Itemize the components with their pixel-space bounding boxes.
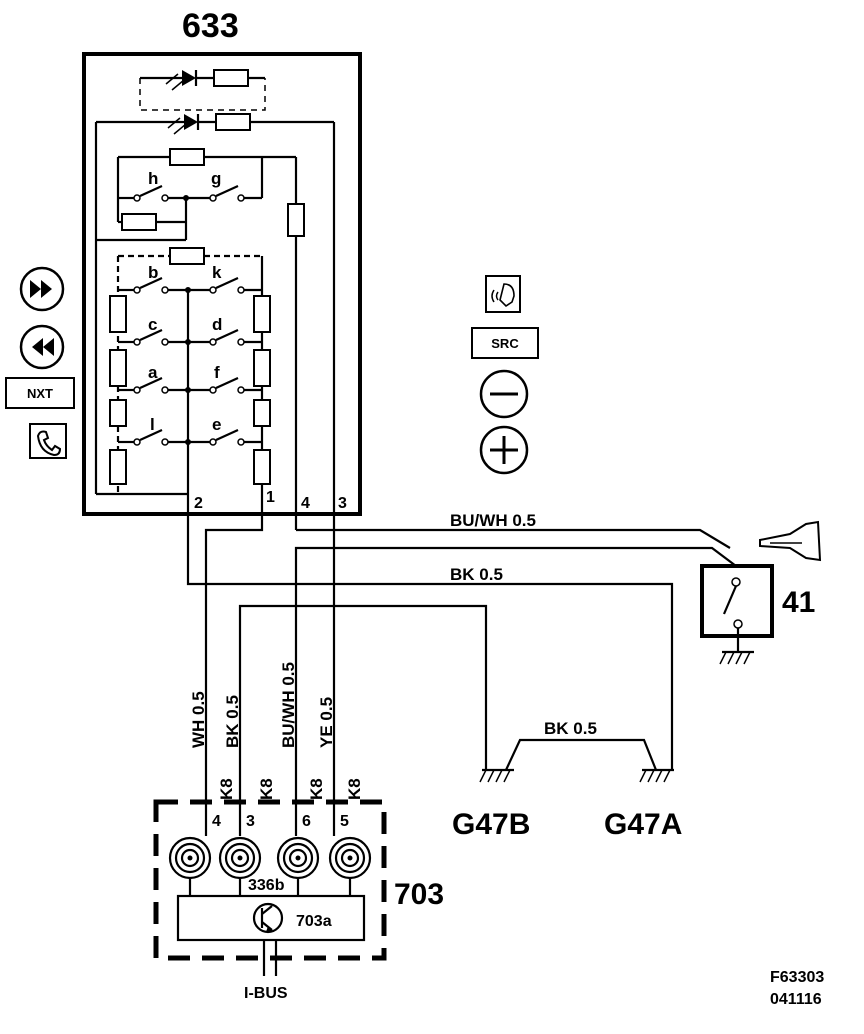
module-pin-6: 6 (302, 813, 311, 830)
wire-bk-ground-link (505, 738, 658, 771)
horn-contact-arm (722, 585, 738, 615)
switch-label-b: b (148, 263, 158, 282)
pin-label-1: 1 (266, 489, 275, 506)
wire-label-wh: WH 0.5 (189, 691, 208, 748)
wire-wh-pin1 (204, 494, 264, 800)
switch-label-c: c (148, 315, 157, 334)
footer-code: F63303 (770, 969, 824, 986)
fast-forward-icon[interactable] (19, 266, 65, 312)
resistor-pin4 (287, 203, 305, 237)
switch-label-g: g (211, 169, 221, 188)
horn-relay-box (700, 564, 774, 638)
wire-label-bk: BK 0.5 (223, 695, 242, 748)
led-upper (139, 69, 266, 111)
horn-contact-bottom (733, 619, 743, 629)
switch-label-e: e (212, 415, 221, 434)
module-pin-4: 4 (212, 813, 221, 830)
coil-1 (168, 800, 212, 896)
module-id: 703 (394, 878, 444, 911)
voice-icon[interactable] (485, 275, 521, 313)
wire-buwh-pin4 (296, 528, 731, 549)
wire-label-ye: YE 0.5 (317, 697, 336, 748)
wire-label-buwh: BU/WH 0.5 (279, 662, 298, 748)
switch-block-outline (82, 52, 362, 516)
switch-label-k: k (212, 263, 222, 282)
module-pin-5: 5 (340, 813, 349, 830)
connector-label-k8-3: K8 (307, 778, 326, 800)
button-matrix: b k c d a f l e (109, 247, 271, 494)
switch-label-f: f (214, 363, 220, 382)
pin-label-4: 4 (301, 495, 310, 512)
pin-label-2: 2 (194, 495, 203, 512)
switch-block-id: 633 (182, 7, 239, 45)
horn-id: 41 (782, 586, 815, 619)
coil-4 (328, 800, 372, 896)
coil-2 (218, 800, 262, 896)
phone-icon[interactable] (29, 423, 67, 459)
minus-icon[interactable] (479, 369, 529, 419)
nxt-button[interactable]: NXT (5, 377, 75, 409)
transistor-icon (252, 902, 284, 934)
footer-date: 041116 (770, 991, 822, 1008)
module-pin-3: 3 (246, 813, 255, 830)
switch-label-h: h (148, 169, 158, 188)
rewind-icon[interactable] (19, 324, 65, 370)
switch-group-hg: h g (96, 148, 298, 242)
src-button-label: SRC (491, 336, 519, 351)
wire-label-bk-horizontal: BK 0.5 (450, 565, 503, 584)
wire-label-bk-ground: BK 0.5 (544, 719, 597, 738)
connector-label-k8-1: K8 (217, 778, 236, 800)
wire-bk-pin2 (186, 494, 674, 770)
module-electronics-box (176, 894, 366, 942)
connector-label-k8-4: K8 (345, 778, 364, 800)
horn-icon (759, 520, 822, 562)
nxt-button-label: NXT (27, 386, 53, 401)
ground-g47a-symbol (639, 768, 674, 783)
module-outline (153, 799, 387, 961)
led-lower (96, 113, 334, 135)
ibus-label: I-BUS (244, 985, 288, 1002)
src-button[interactable]: SRC (471, 327, 539, 359)
wire-buwh-703 (294, 546, 737, 800)
coil-label: 336b (248, 877, 285, 894)
horn-contact-top (731, 577, 741, 587)
wire-label-buwh-horizontal: BU/WH 0.5 (450, 511, 536, 530)
ground-g47b-symbol (479, 768, 514, 783)
coil-3 (276, 800, 320, 896)
module-sub-id: 703a (296, 913, 332, 930)
ground-label-g47a: G47A (604, 808, 682, 841)
switch-label-d: d (212, 315, 222, 334)
switch-label-a: a (148, 363, 158, 382)
wire-bk-703 (238, 604, 488, 800)
plus-icon[interactable] (479, 425, 529, 475)
ground-label-g47b: G47B (452, 808, 530, 841)
connector-label-k8-2: K8 (257, 778, 276, 800)
switch-label-l: l (150, 415, 155, 434)
pin-label-3: 3 (338, 495, 347, 512)
